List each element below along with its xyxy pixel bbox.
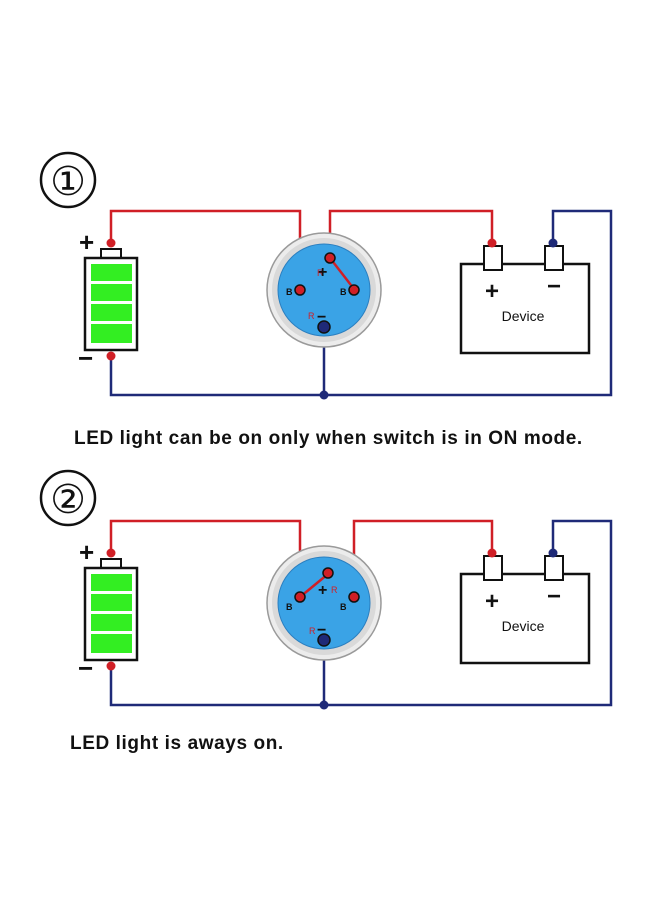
battery-plus-sign: + — [79, 537, 94, 567]
switch-pin-b-right — [348, 591, 360, 603]
switch-pin-minus — [317, 320, 331, 334]
switch-pin-b-right — [348, 284, 360, 296]
switch: + R B B R − — [266, 545, 382, 661]
battery-minus-sign: − — [78, 343, 93, 373]
switch-label-minus: − — [317, 622, 326, 639]
device-plus-sign: + — [485, 588, 499, 615]
switch: R + B B R − — [266, 232, 382, 348]
circuit-diagram-2: ② + − — [39, 469, 613, 710]
step-number-2: ② — [39, 469, 97, 527]
switch-pin-plus — [322, 567, 334, 579]
switch-pin-minus — [317, 633, 331, 647]
switch-pin-b-left — [294, 284, 306, 296]
battery: + − — [78, 537, 139, 683]
switch-label-r-bottom: R — [309, 626, 316, 636]
switch-pin-plus — [324, 252, 336, 264]
battery: + − — [78, 227, 139, 373]
switch-label-plus: + — [318, 264, 327, 281]
switch-label-b-right: B — [340, 602, 347, 612]
switch-pin-b-left — [294, 591, 306, 603]
step-number-text: ① — [50, 160, 86, 204]
step-number-text: ② — [50, 478, 86, 522]
device: + − Device — [459, 548, 591, 665]
wire-junction — [319, 700, 329, 710]
circuit-diagram-1: ① + − — [39, 151, 613, 400]
battery-plus-sign: + — [79, 227, 94, 257]
switch-label-r-top: R — [317, 268, 324, 278]
switch-label-b-left: B — [286, 602, 293, 612]
caption-2: LED light is aways on. — [70, 733, 284, 754]
device-label: Device — [502, 618, 545, 634]
device-minus-sign: − — [547, 273, 561, 300]
diagram-2: ② + − — [0, 310, 660, 710]
switch-label-r-top: R — [331, 585, 338, 595]
switch-label-b-right: B — [340, 287, 347, 297]
device-minus-sign: − — [547, 583, 561, 610]
caption-1: LED light can be on only when switch is … — [74, 428, 583, 449]
battery-minus-sign: − — [78, 653, 93, 683]
switch-label-plus: + — [318, 582, 327, 599]
step-number-1: ① — [39, 151, 97, 209]
device-plus-sign: + — [485, 278, 499, 305]
switch-label-r-bottom: R — [308, 311, 315, 321]
switch-label-b-left: B — [286, 287, 293, 297]
diagram-1: ① + − — [0, 0, 660, 400]
wire-junction — [319, 390, 329, 400]
device: + − Device — [459, 238, 591, 355]
switch-label-minus: − — [317, 309, 326, 326]
device-label: Device — [502, 308, 545, 324]
